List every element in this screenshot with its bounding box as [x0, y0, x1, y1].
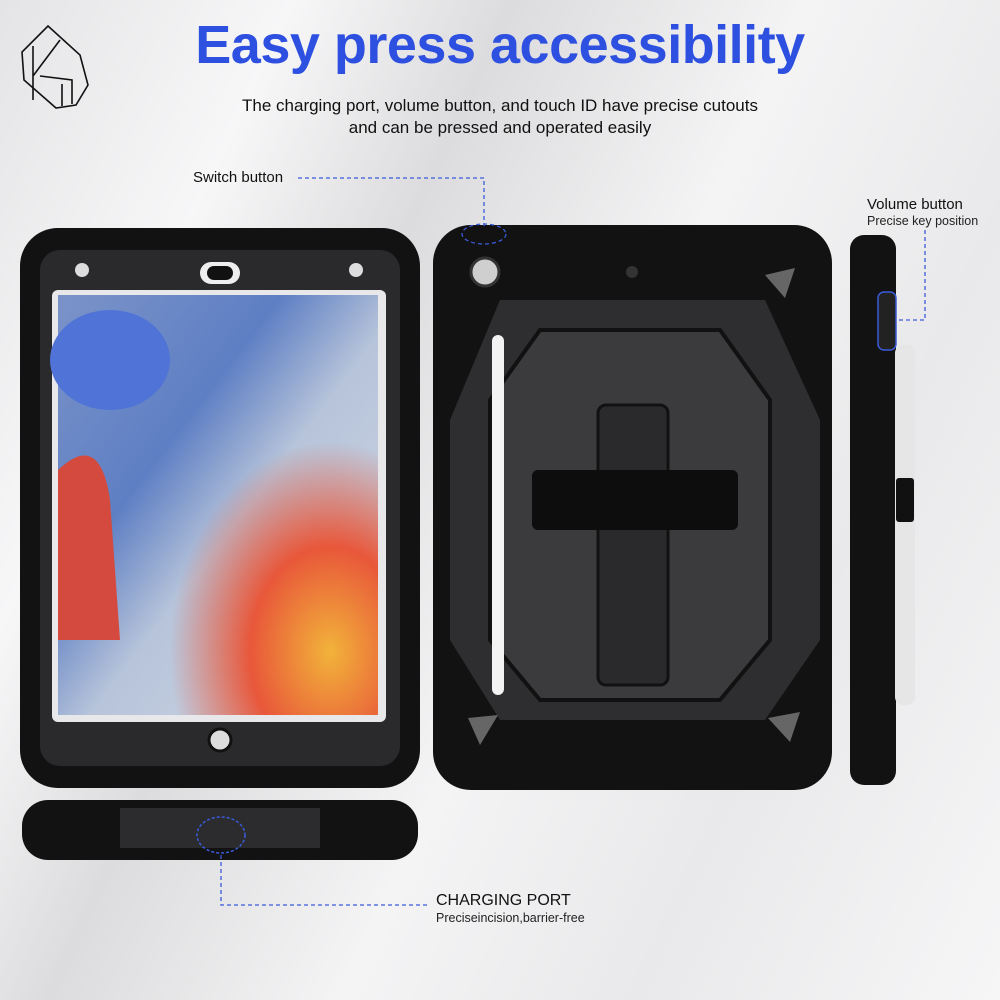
charging-port-label: CHARGING PORT: [436, 892, 571, 909]
switch-button-label: Switch button: [193, 169, 284, 186]
subtitle-line-2: and can be pressed and operated easily: [348, 118, 652, 137]
back-view-case: [433, 225, 832, 790]
charging-port-detail: Preciseincision,barrier-free: [436, 911, 585, 925]
brand-logo: [21, 24, 89, 109]
bottom-view-case: [22, 800, 418, 860]
page-title: Easy press accessibility: [195, 15, 805, 75]
volume-button-detail: Precise key position: [867, 214, 979, 228]
volume-button-label: Volume button: [867, 196, 963, 213]
callout-lines: [220, 177, 926, 906]
front-view-case: [20, 228, 420, 788]
subtitle-line-1: The charging port, volume button, and to…: [242, 96, 758, 115]
side-view-case: [850, 235, 915, 785]
